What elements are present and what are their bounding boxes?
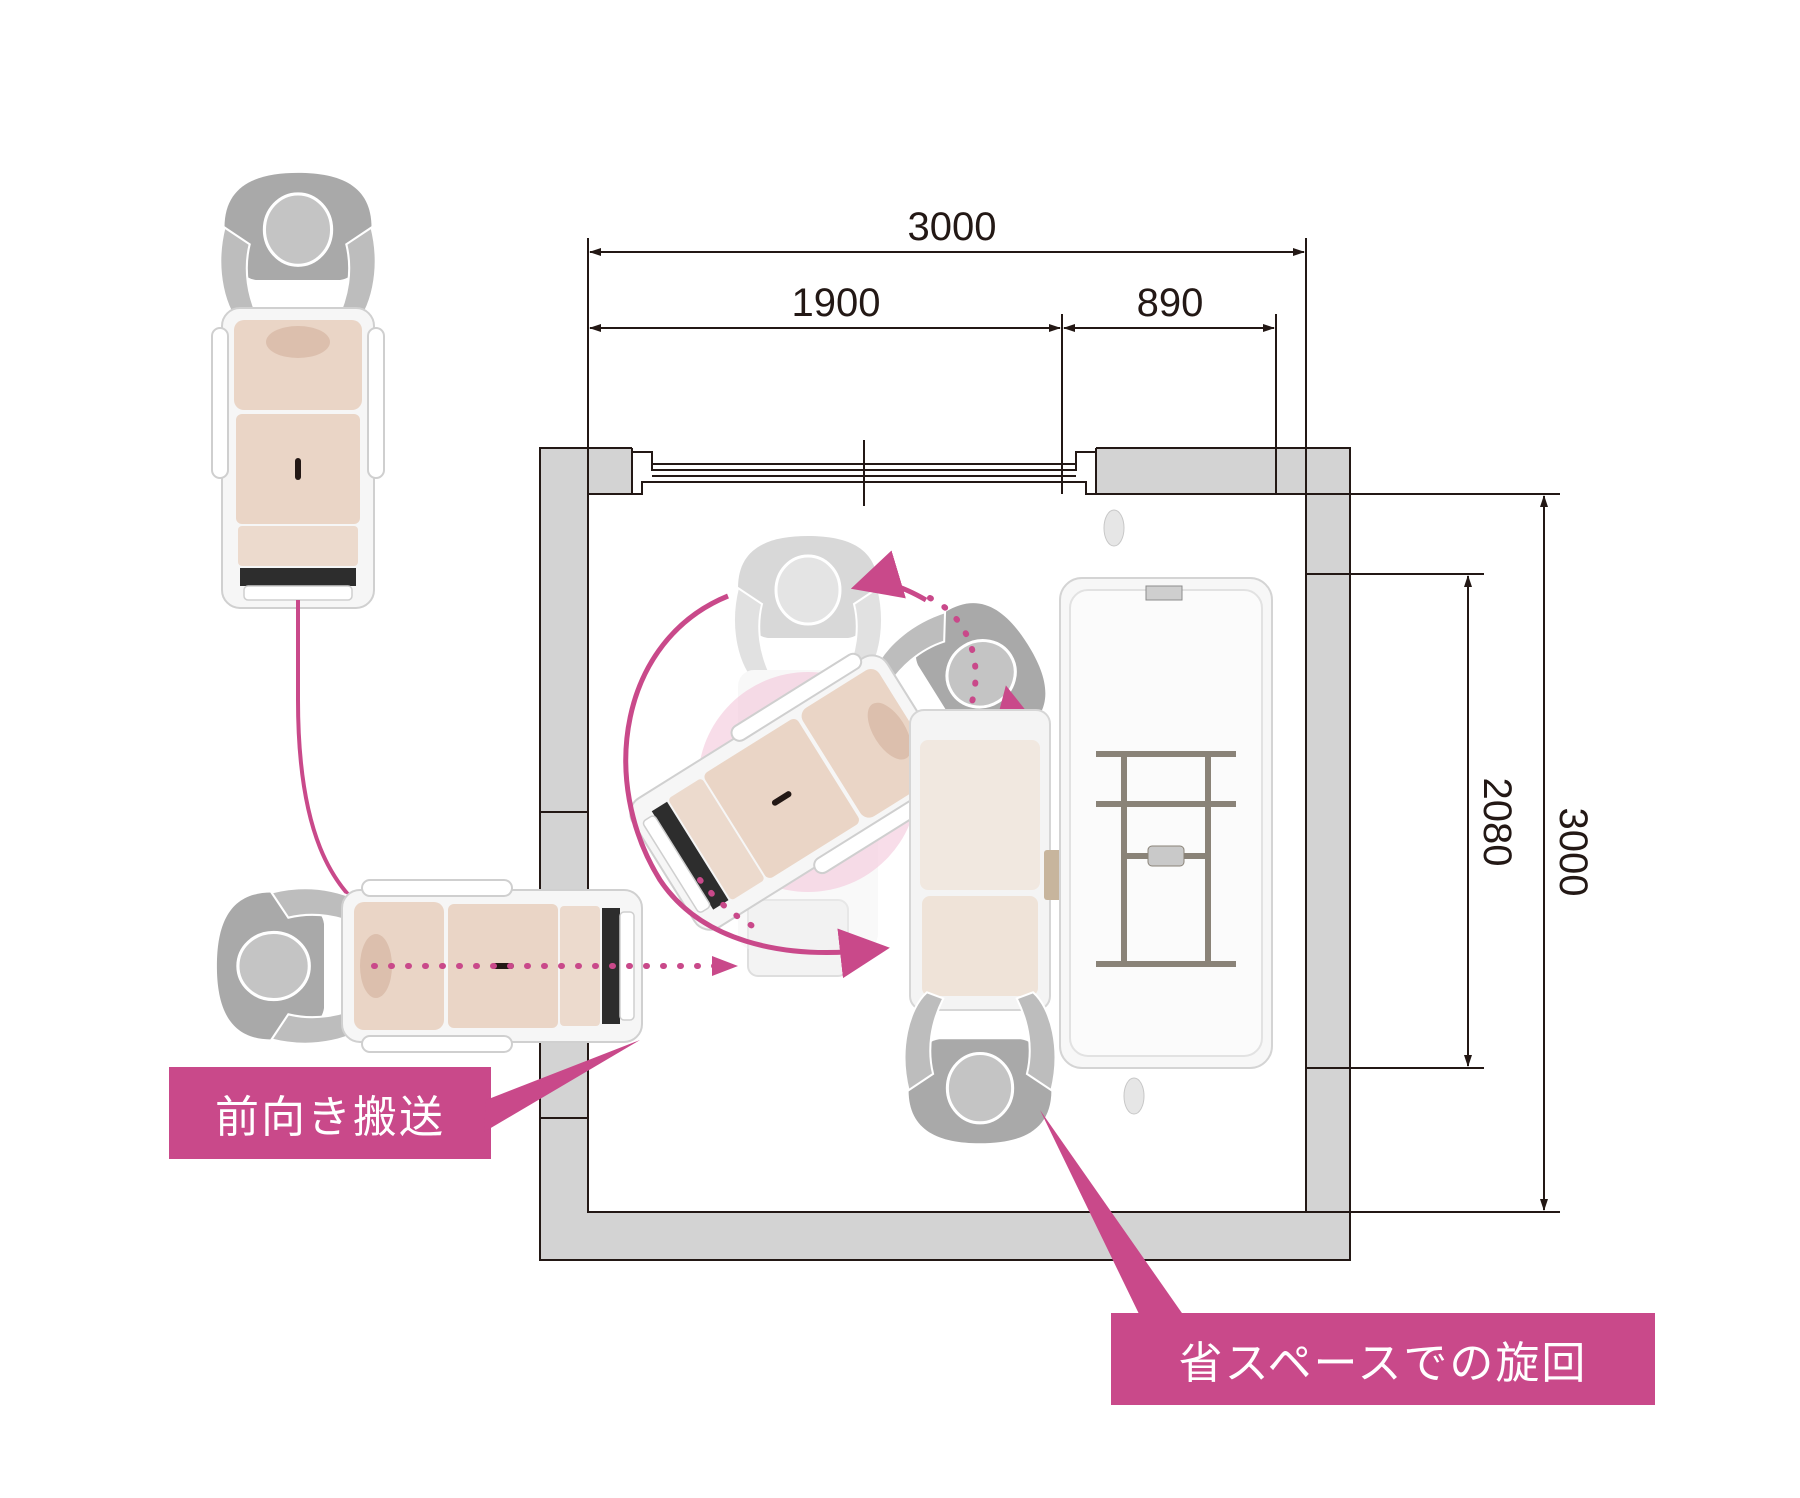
chair-parked	[903, 709, 1062, 1145]
dim-right-total: 3000	[1551, 808, 1595, 897]
forward-transport-label: 前向き搬送	[169, 1067, 491, 1159]
sliding-door	[632, 440, 1096, 506]
dim-top-left: 1900	[792, 281, 881, 325]
dim-right-inner: 2080	[1475, 778, 1519, 867]
rotation-dotted-arc	[697, 595, 979, 933]
dim-top-total: 3000	[908, 205, 997, 249]
space-saving-turn-label: 省スペースでの旋回	[1111, 1313, 1655, 1405]
dimension-lines	[587, 238, 1560, 1213]
bathtub-icon	[1059, 509, 1273, 1115]
dim-top-right: 890	[1137, 281, 1204, 325]
forward-arrow-head	[712, 956, 738, 976]
room-walls	[539, 440, 1351, 1261]
